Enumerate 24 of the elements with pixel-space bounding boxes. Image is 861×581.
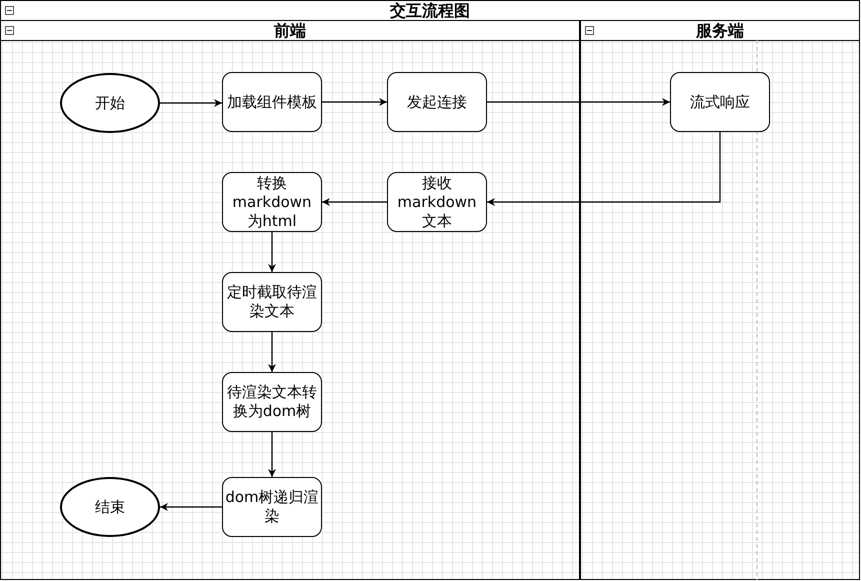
lane-header: 服务端	[696, 21, 744, 40]
arrow	[268, 332, 276, 372]
pool-header: 交互流程图	[390, 1, 470, 20]
arrow	[322, 98, 387, 106]
arrow	[487, 132, 721, 206]
arrow	[160, 503, 222, 511]
process-box: 流式响应	[670, 72, 770, 132]
arrow	[322, 198, 387, 206]
process-box: 定时截取待渲染文本	[222, 272, 322, 332]
process-box: 加载组件模板	[222, 72, 322, 132]
terminal-ellipse: 开始	[60, 73, 160, 133]
process-box: 待渲染文本转换为dom树	[222, 372, 322, 432]
swimlane	[0, 20, 580, 580]
arrow	[268, 232, 276, 272]
lane-header: 前端	[274, 21, 306, 40]
process-box: dom树递归渲染	[222, 477, 322, 537]
terminal-ellipse: 结束	[60, 477, 160, 537]
process-box: 接收markdown文本	[387, 172, 487, 232]
process-box: 发起连接	[387, 72, 487, 132]
process-box: 转换markdown为html	[222, 172, 322, 232]
arrow	[160, 99, 222, 107]
swimlane	[580, 20, 860, 580]
arrow	[487, 98, 670, 106]
arrow	[268, 432, 276, 477]
